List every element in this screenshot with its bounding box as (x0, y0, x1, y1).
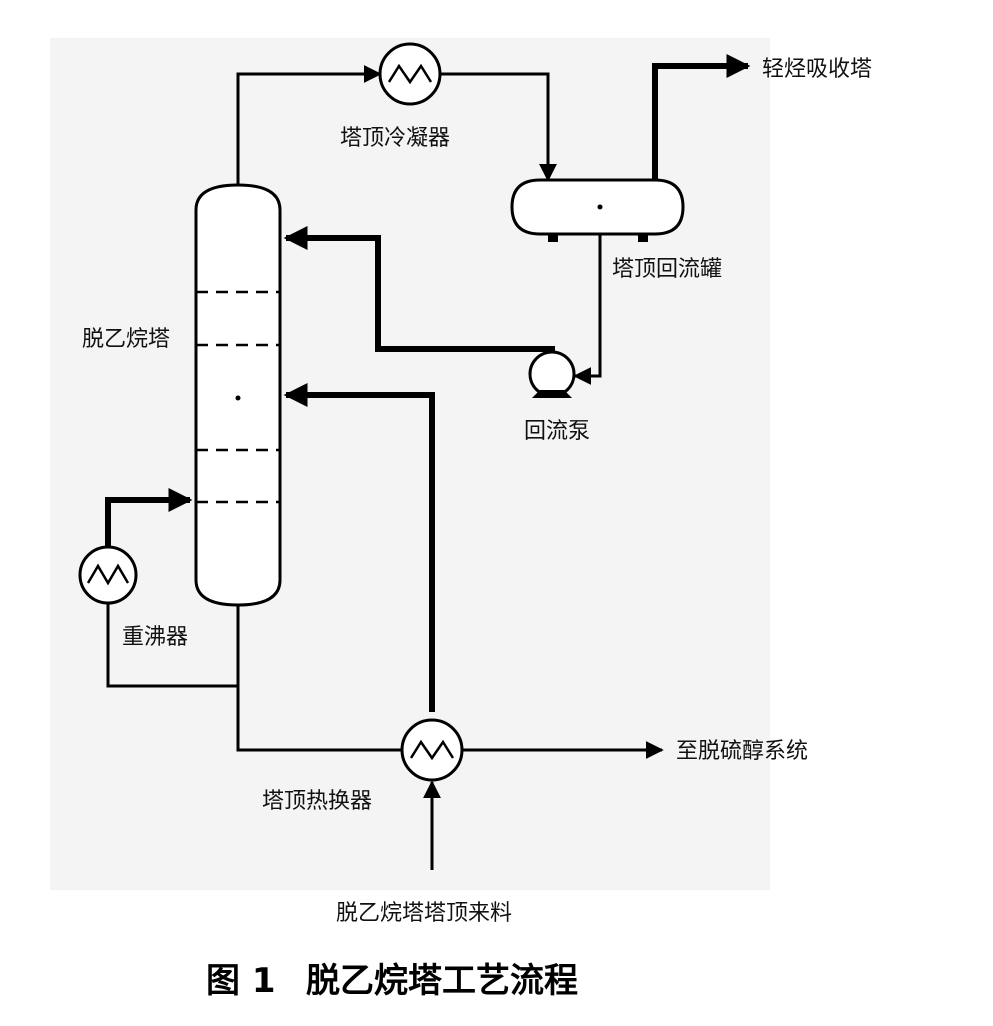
overhead-vapor-line (236, 65, 382, 185)
reboiler (78, 545, 138, 605)
top-heat-exchanger (400, 718, 464, 782)
reflux-pump-label: 回流泵 (524, 419, 590, 444)
overhead-condenser-label: 塔顶冷凝器 (340, 126, 450, 151)
bottoms-line (236, 686, 402, 752)
reboiler-return-line (105, 488, 193, 547)
reflux-drum-label: 塔顶回流罐 (612, 257, 722, 282)
preheated-feed-line (283, 383, 435, 712)
overhead-condenser (378, 42, 442, 106)
reboiler-label: 重沸器 (122, 625, 188, 650)
mercaptan-destination-label: 至脱硫醇系统 (676, 739, 808, 764)
absorber-destination-label: 轻烃吸收塔 (762, 57, 872, 82)
feed-label: 脱乙烷塔塔顶来料 (336, 901, 512, 926)
condensate-line (440, 72, 557, 182)
figure-number: 图 1 (206, 961, 276, 1001)
offgas-line (652, 54, 751, 180)
figure-title: 脱乙烷塔工艺流程 (306, 961, 578, 1001)
column-label: 脱乙烷塔 (82, 327, 170, 352)
deethanizer-column (194, 183, 282, 607)
reboiler-supply-line (106, 603, 240, 688)
top-heat-exchanger-label: 塔顶热换器 (262, 789, 372, 814)
reflux-pump (528, 350, 576, 398)
reflux-line (283, 226, 555, 352)
reflux-drum (510, 178, 685, 242)
drum-to-pump-line (573, 234, 602, 385)
